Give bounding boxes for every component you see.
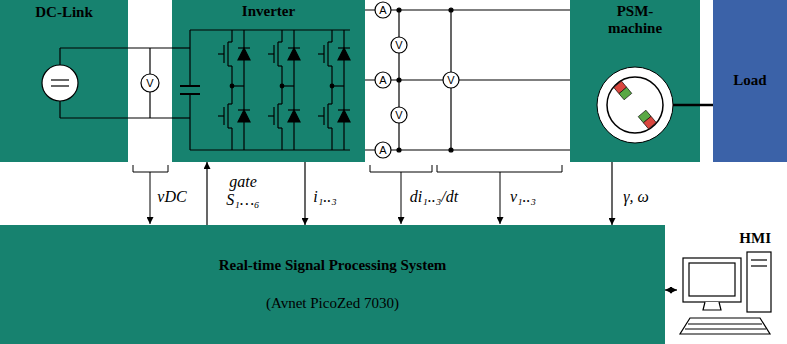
meter-letter: V bbox=[447, 74, 454, 86]
junction-dot bbox=[397, 8, 401, 12]
wire bbox=[128, 117, 172, 118]
block-title: DC-Link bbox=[35, 4, 93, 21]
system-block: PSM- machine bbox=[570, 0, 700, 162]
voltmeter-lead bbox=[398, 10, 399, 150]
signal-arrow bbox=[401, 172, 402, 224]
keyboard-row bbox=[685, 328, 766, 329]
connector bbox=[304, 162, 305, 225]
bracket bbox=[133, 165, 168, 172]
meter-letter: A bbox=[379, 74, 386, 86]
junction-dot bbox=[397, 148, 401, 152]
meter-letter: V bbox=[395, 39, 402, 51]
block-title: Real-time Signal Processing System bbox=[219, 257, 447, 274]
keyboard-row bbox=[688, 323, 762, 324]
signal-label: vDC bbox=[157, 188, 186, 206]
system-block: Inverter bbox=[172, 0, 365, 162]
monitor-stand bbox=[703, 302, 721, 310]
connector bbox=[128, 47, 172, 48]
system-block: Load bbox=[713, 0, 787, 162]
connector bbox=[700, 104, 713, 107]
tower-slot bbox=[751, 259, 767, 260]
signal-label: di₁..₃/dt bbox=[410, 188, 458, 206]
voltmeter-circle bbox=[141, 74, 159, 92]
connector bbox=[206, 162, 207, 225]
system-block: Real-time Signal Processing System (Avnet… bbox=[0, 225, 665, 344]
block-title: PSM- machine bbox=[602, 3, 668, 38]
signal-label: i₁..₃ bbox=[303, 188, 347, 206]
measurement-brackets bbox=[133, 165, 562, 224]
signal-arrow bbox=[500, 172, 501, 224]
phase-wires bbox=[350, 2, 570, 158]
signal-label: gate S₁…₆ bbox=[221, 173, 265, 208]
tower bbox=[747, 252, 771, 312]
block-title: Load bbox=[733, 72, 766, 89]
phase-wire bbox=[365, 149, 570, 150]
voltmeter-circle bbox=[391, 37, 407, 53]
junction-dot bbox=[449, 8, 453, 12]
meter-letter: A bbox=[379, 144, 386, 156]
signal-label: v₁..₃ bbox=[510, 188, 536, 206]
system-block: DC-Link bbox=[0, 0, 128, 162]
junction-dot bbox=[397, 78, 401, 82]
signal-label: γ, ω bbox=[614, 188, 658, 206]
block-title: Inverter bbox=[242, 3, 295, 20]
dc-wires bbox=[128, 48, 172, 118]
ammeter-circle bbox=[375, 142, 391, 158]
voltmeter-circle bbox=[443, 72, 459, 88]
voltmeter-circle bbox=[391, 107, 407, 123]
bracket bbox=[437, 165, 562, 172]
block-subtitle: (Avnet PicoZed 7030) bbox=[266, 295, 399, 312]
keyboard bbox=[680, 318, 770, 334]
connector bbox=[665, 289, 677, 290]
connector bbox=[365, 79, 570, 80]
ammeter-circle bbox=[375, 72, 391, 88]
bracket bbox=[370, 165, 432, 172]
junction-dot bbox=[449, 148, 453, 152]
phase-wire bbox=[365, 9, 570, 10]
block-title: HMI bbox=[739, 230, 771, 247]
tower-slot bbox=[751, 265, 767, 266]
ammeter-circle bbox=[375, 2, 391, 18]
screen bbox=[689, 263, 735, 296]
signal-arrow bbox=[150, 172, 151, 224]
computer-node: HMI bbox=[677, 228, 785, 344]
meter-letter: A bbox=[379, 4, 386, 16]
meter-letter: V bbox=[146, 77, 153, 89]
connector bbox=[611, 162, 612, 225]
computer-icon bbox=[680, 252, 771, 334]
meter-letter: V bbox=[395, 109, 402, 121]
monitor bbox=[683, 258, 741, 302]
